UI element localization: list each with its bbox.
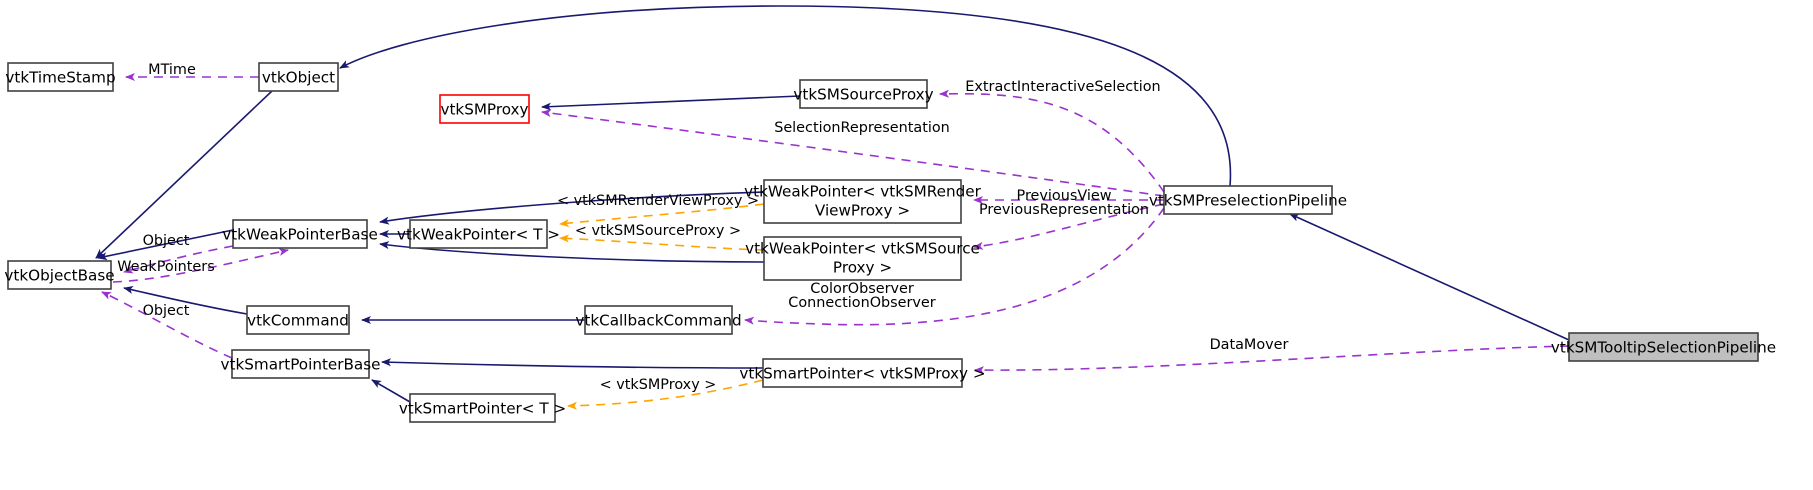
- edge-label-extract-interactive: ExtractInteractiveSelection: [965, 79, 1160, 95]
- node-box-vtkweakpointer-renderviewproxy[interactable]: [763, 179, 962, 224]
- node-box-vtkweakpointer-sourceproxy[interactable]: [763, 236, 962, 281]
- edge-label-previous-representation: PreviousRepresentation: [979, 202, 1149, 218]
- node-box-vtkcommand[interactable]: [246, 305, 350, 335]
- node-label-vtkweakpointer-t: vtkWeakPointer< T >: [397, 226, 560, 244]
- node-label-vtkweakpointer-sourceproxy-line2: Proxy >: [833, 259, 892, 277]
- node-box-vtksmartpointerbase[interactable]: [231, 349, 370, 379]
- edge-smartpointerbase-object-objectbase: [101, 291, 233, 359]
- edge-label-weakpointers: WeakPointers: [117, 259, 214, 275]
- edge-label-selection-representation: SelectionRepresentation: [774, 120, 950, 136]
- edge-weakpointerbase-inherit-objectbase-a: [97, 229, 234, 261]
- node-vtkweakpointer-rendeviewproxy[interactable]: vtkWeakPointer< vtkSMRender ViewProxy >: [744, 179, 982, 224]
- node-vtksmpreselectionpipeline[interactable]: vtkSMPreselectionPipeline: [1149, 185, 1347, 215]
- node-label-vtktimestamp: vtkTimeStamp: [5, 69, 115, 87]
- node-vtktimestamp[interactable]: vtkTimeStamp: [5, 62, 116, 92]
- nodes-layer: vtkTimeStamp vtkObject vtkSMProxy vtkSMS…: [4, 62, 1776, 423]
- edge-label-tmpl-smproxy: < vtkSMProxy >: [600, 377, 717, 393]
- node-label-vtkcommand: vtkCommand: [247, 312, 349, 330]
- node-label-vtksmartpointerbase: vtkSmartPointerBase: [221, 356, 381, 374]
- edge-smartpointert-inherit-smartpointerbase: [371, 379, 411, 403]
- node-box-vtksmartpointer-t[interactable]: [409, 393, 556, 423]
- edge-label-previous-view: PreviousView: [1017, 188, 1112, 204]
- node-label-vtkobject: vtkObject: [262, 69, 335, 87]
- edge-smartpointersmproxy-inherit-smartpointerbase: [381, 358, 764, 369]
- node-label-vtksmartpointer-smproxy: vtkSmartPointer< vtkSMProxy >: [739, 365, 985, 383]
- node-box-vtksmtooltipselectionpipeline[interactable]: [1568, 332, 1759, 362]
- edge-label-color-observer: ColorObserver: [810, 281, 914, 297]
- node-box-vtkobject[interactable]: [258, 62, 339, 92]
- node-vtkweakpointer-sourceproxy[interactable]: vtkWeakPointer< vtkSMSource Proxy >: [745, 236, 980, 281]
- edge-labels-layer: MTime ExtractInteractiveSelection Select…: [117, 62, 1288, 393]
- edge-weakpointerbase-object-objectbase: [123, 245, 234, 274]
- edge-label-object-weak: Object: [143, 233, 190, 249]
- edge-preselection-inherit-vtkobject: [339, 5, 1232, 187]
- edge-tmpl-renderviewproxy: [559, 203, 765, 228]
- node-box-vtksmpreselectionpipeline[interactable]: [1163, 185, 1333, 215]
- edge-vtkobject-inherit-objectbase: [95, 90, 273, 259]
- edge-label-data-mover: DataMover: [1210, 337, 1289, 353]
- node-box-vtksmsourceproxy[interactable]: [799, 79, 928, 109]
- edge-label-object-command: Object: [143, 303, 190, 319]
- node-label-vtksmtooltipselectionpipeline: vtkSMTooltipSelectionPipeline: [1551, 339, 1776, 357]
- edge-preselection-previousrepresentation-weakpointersource: [973, 203, 1165, 250]
- node-vtksmproxy[interactable]: vtkSMProxy: [439, 94, 530, 124]
- node-label-vtksmproxy: vtkSMProxy: [440, 101, 528, 119]
- node-vtksmtooltipselectionpipeline[interactable]: vtkSMTooltipSelectionPipeline: [1551, 332, 1776, 362]
- edge-tmpl-sourceproxy: [559, 234, 765, 251]
- edge-preselection-extractinteractiveselection-sourceproxy: [939, 89, 1165, 193]
- node-label-vtkweakpointer-sourceproxy-line1: vtkWeakPointer< vtkSMSource: [745, 240, 980, 258]
- node-label-vtkobjectbase: vtkObjectBase: [4, 267, 114, 285]
- node-box-vtktimestamp[interactable]: [7, 62, 114, 92]
- node-vtkobjectbase[interactable]: vtkObjectBase: [4, 260, 115, 290]
- node-box-vtkobjectbase[interactable]: [7, 260, 112, 290]
- edge-tooltip-datamover-smartpointersmproxy: [974, 345, 1570, 375]
- node-vtkcallbackcommand[interactable]: vtkCallbackCommand: [575, 305, 742, 335]
- edge-label-connection-observer: ConnectionObserver: [788, 295, 936, 311]
- edge-label-mtime: MTime: [148, 62, 196, 78]
- node-vtkcommand[interactable]: vtkCommand: [246, 305, 350, 335]
- node-vtksmartpointer-smproxy[interactable]: vtkSmartPointer< vtkSMProxy >: [739, 358, 986, 388]
- node-label-vtksmartpointer-t: vtkSmartPointer< T >: [399, 400, 566, 418]
- node-vtksmsourceproxy[interactable]: vtkSMSourceProxy: [793, 79, 934, 109]
- edge-tooltip-inherit-preselection: [1289, 213, 1570, 341]
- node-label-vtkcallbackcommand: vtkCallbackCommand: [575, 312, 741, 330]
- node-box-vtksmartpointer-smproxy[interactable]: [762, 358, 963, 388]
- node-box-vtkweakpointerbase[interactable]: [232, 219, 368, 249]
- edge-label-tmpl-sourceproxy: < vtkSMSourceProxy >: [575, 223, 741, 239]
- edge-label-tmpl-renderviewproxy: < vtkSMRenderViewProxy >: [557, 193, 759, 209]
- edge-preselection-observers-callbackcommand: [744, 207, 1165, 326]
- node-box-vtkweakpointer-t[interactable]: [409, 219, 548, 249]
- edges-layer: [95, 5, 1570, 410]
- node-label-vtksmpreselectionpipeline: vtkSMPreselectionPipeline: [1149, 192, 1347, 210]
- node-box-vtkcallbackcommand[interactable]: [584, 305, 733, 335]
- node-label-vtkweakpointerbase: vtkWeakPointerBase: [222, 226, 378, 244]
- edge-sourceproxy-inherit-smproxy: [541, 95, 801, 111]
- node-vtksmartpointerbase[interactable]: vtkSmartPointerBase: [221, 349, 381, 379]
- node-label-vtkweakpointer-renderviewproxy-line2: ViewProxy >: [815, 202, 910, 220]
- edge-objectbase-weakpointers-weakpointerbase: [112, 248, 289, 283]
- edge-tmpl-smproxy: [567, 379, 764, 410]
- node-vtkweakpointerbase[interactable]: vtkWeakPointerBase: [222, 219, 378, 249]
- edge-weakpointerrenderview-inherit-weakpointerbase: [379, 191, 765, 225]
- node-label-vtksmsourceproxy: vtkSMSourceProxy: [793, 86, 933, 104]
- node-label-vtkweakpointer-renderviewproxy-line1: vtkWeakPointer< vtkSMRender: [744, 183, 981, 201]
- node-vtksmartpointer-t[interactable]: vtkSmartPointer< T >: [399, 393, 566, 423]
- edge-preselection-selectionrepresentation-smproxy: [541, 109, 1165, 197]
- node-vtkobject[interactable]: vtkObject: [258, 62, 339, 92]
- edge-command-inherit-objectbase: [123, 286, 248, 315]
- node-box-vtksmproxy[interactable]: [439, 94, 530, 124]
- node-vtkweakpointer-t[interactable]: vtkWeakPointer< T >: [397, 219, 560, 249]
